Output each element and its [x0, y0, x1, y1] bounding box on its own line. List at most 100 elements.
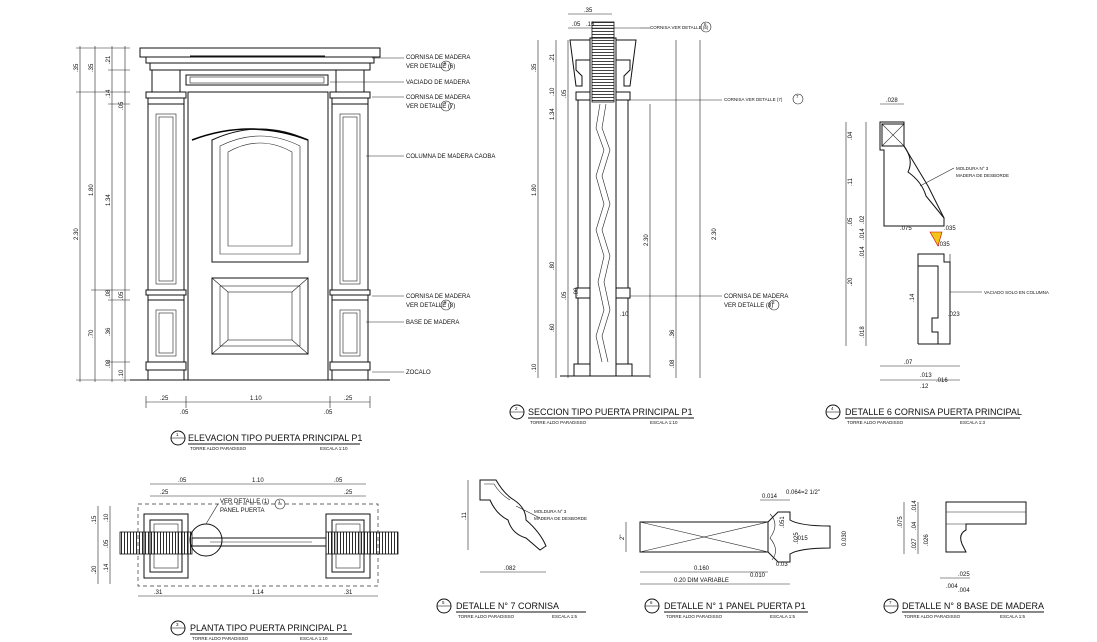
subtitle-elevacion: TORRE ALDO PARADISSO: [190, 446, 247, 451]
dim-p-g: .10: [104, 513, 110, 522]
dim-s-f: 1.34: [550, 108, 556, 120]
dim-s-top1: .35: [584, 8, 593, 14]
dim-e-d: .14: [106, 89, 112, 98]
dim-d1-g: 0.160: [694, 566, 710, 572]
dim-s-g: 2.30: [644, 234, 650, 246]
dim-d6-top: .028: [886, 98, 898, 104]
callout-8a: 8: [444, 300, 447, 305]
elevation-view: .35 .35 .21 .14 .05 1.80 1.34 2.30 .08 .…: [74, 46, 495, 451]
dim-p-a: .05: [178, 478, 187, 484]
dim-e-i: .08: [106, 289, 112, 298]
scale-seccion: ESCALA 1:10: [650, 420, 678, 425]
callout-6b: 6: [704, 22, 707, 27]
label-verdet-7: VER DETALLE (7): [406, 104, 455, 110]
label-cornisa-3: CORNISA DE MADERA: [406, 294, 470, 300]
dim-e-l: .36: [106, 327, 112, 336]
dim-s-o: .10: [532, 363, 538, 372]
scale-detalle8: ESCALA 1:5: [1000, 614, 1026, 619]
dim-e-j: .05: [119, 291, 125, 300]
dim-e-g: 1.34: [106, 194, 112, 206]
title-num-detalle8: 7: [889, 600, 892, 605]
dim-d6-c: .02: [860, 215, 866, 224]
dim-d1-e: 0.030: [842, 530, 848, 546]
dim-d6-a: .04: [848, 131, 854, 140]
dim-d6-m: .07: [904, 360, 913, 366]
label-d6-vaciado: VACIADO SOLO EN COLUMNA: [984, 290, 1049, 295]
dim-d8-g: .004: [958, 588, 970, 594]
label-d6-moldura-sub: MADERA DE DESBORDE: [956, 173, 1009, 178]
title-detalle8: DETALLE N° 8 BASE DE MADERA: [902, 601, 1044, 611]
dim-p-d: .25: [160, 490, 169, 496]
dim-p-c: .05: [334, 478, 343, 484]
callout-6a: 6: [444, 61, 447, 66]
dim-e-b: .35: [89, 63, 95, 72]
scale-detalle1: ESCALA 1:5: [770, 614, 796, 619]
label-zocalo: ZOCALO: [406, 370, 431, 376]
dim-p-k: .31: [154, 590, 163, 596]
dim-e-c: .21: [106, 55, 112, 64]
detail-1-door-panel: 0.014 0.064=2 1/2" 2" .051 .025 0.030 .0…: [620, 490, 848, 619]
title-detalle6: DETALLE 6 CORNISA PUERTA PRINCIPAL: [845, 407, 1022, 417]
dim-s-top2: .05: [572, 22, 581, 28]
label-cornisa-2: CORNISA DE MADERA: [406, 95, 470, 101]
title-num-detalle6: 4: [831, 406, 834, 411]
dim-s-e: 1.80: [532, 184, 538, 196]
title-planta: PLANTA TIPO PUERTA PRINCIPAL P1: [190, 623, 347, 633]
title-num-elevacion: 1: [176, 432, 179, 437]
title-seccion: SECCION TIPO PUERTA PRINCIPAL P1: [528, 407, 693, 417]
title-detalle1: DETALLE N° 1 PANEL PUERTA P1: [664, 601, 806, 611]
label-verdet-6a: VER DETALLE (6): [406, 64, 455, 70]
subtitle-detalle8: TORRE ALDO PARADISSO: [904, 614, 961, 619]
detail-8-wood-base: .075 .014 .04 .027 .026 .025 .004 .004 7…: [883, 500, 1044, 619]
dim-d6-o: .12: [920, 384, 929, 390]
label-pl-verdet-1: VER DETALLE (1): [220, 499, 269, 505]
detail-6-cornice: .028 .04 .11 .02 .014 .014 .05 .20 .14 .…: [825, 98, 1049, 425]
dim-d1-f: .015: [796, 536, 808, 542]
scale-planta: ESCALA 1:10: [300, 636, 328, 641]
label-d7-moldura-sub: MADERA DE DESBORDE: [534, 516, 587, 521]
dim-e-a: .35: [74, 63, 80, 72]
dim-d6-k: .018: [860, 326, 866, 338]
dim-s-b: .21: [550, 53, 556, 62]
dim-p-l: 1.14: [252, 590, 264, 596]
label-d6-moldura: MOLDURA N° 3: [956, 166, 989, 171]
dim-d6-d: .014: [860, 228, 866, 240]
dim-s-n: .08: [670, 359, 676, 368]
dim-p-h: .05: [104, 539, 110, 548]
dim-s-d: .05: [562, 89, 568, 98]
dim-s-top3: .15: [586, 22, 595, 28]
subtitle-planta: TORRE ALDO PARADISSO: [192, 636, 249, 641]
label-sec-cornisa-mid: CORNISA VER DETALLE (7): [724, 97, 783, 102]
dim-p-i: .14: [104, 563, 110, 572]
callout-8b: 8: [772, 300, 775, 305]
scale-elevacion: ESCALA 1:10: [320, 446, 348, 451]
dim-d1-b: 2": [620, 535, 626, 540]
dim-d8-e: .026: [924, 534, 930, 546]
section-view: .35 .05 .15 CORNISA VER DETALLE (6) 6 .3…: [509, 8, 804, 425]
dim-d8-b: .014: [912, 500, 918, 512]
label-vaciado: VACIADO DE MADERA: [406, 80, 470, 86]
callout-1: 1: [278, 499, 281, 504]
dim-d6-e: .014: [860, 246, 866, 258]
dim-s-h: 2.30: [712, 228, 718, 240]
label-pl-panel: PANEL PUERTA: [220, 508, 264, 514]
dim-s-j: .05: [562, 291, 568, 300]
label-verdet-8: VER DETALLE (8): [406, 303, 455, 309]
dim-d6-j: .14: [910, 293, 916, 302]
dim-p-f: .15: [92, 515, 98, 524]
dim-e-e: .05: [119, 101, 125, 110]
dim-p-b: 1.10: [252, 478, 264, 484]
title-num-planta: 3: [176, 622, 179, 627]
label-sec-cornisa-top: CORNISA VER DETALLE (6): [650, 25, 709, 30]
dim-d1-h: 0.010: [750, 573, 766, 579]
callout-7a: 7: [444, 101, 447, 106]
plan-view: .05 1.10 .05 .25 .25 .15 .10 .05 .20 .14…: [92, 478, 399, 641]
title-num-detalle1: 6: [650, 600, 653, 605]
dim-d6-q: .023: [948, 312, 960, 318]
dim-d6-n: .013: [920, 373, 932, 379]
label-sec-cornisa-low: CORNISA DE MADERA: [724, 294, 788, 300]
title-num-seccion: 2: [515, 406, 518, 411]
label-d7-moldura: MOLDURA N° 3: [534, 509, 567, 514]
dim-e-f: 1.80: [89, 184, 95, 196]
dim-d8-f: .004: [946, 584, 958, 590]
